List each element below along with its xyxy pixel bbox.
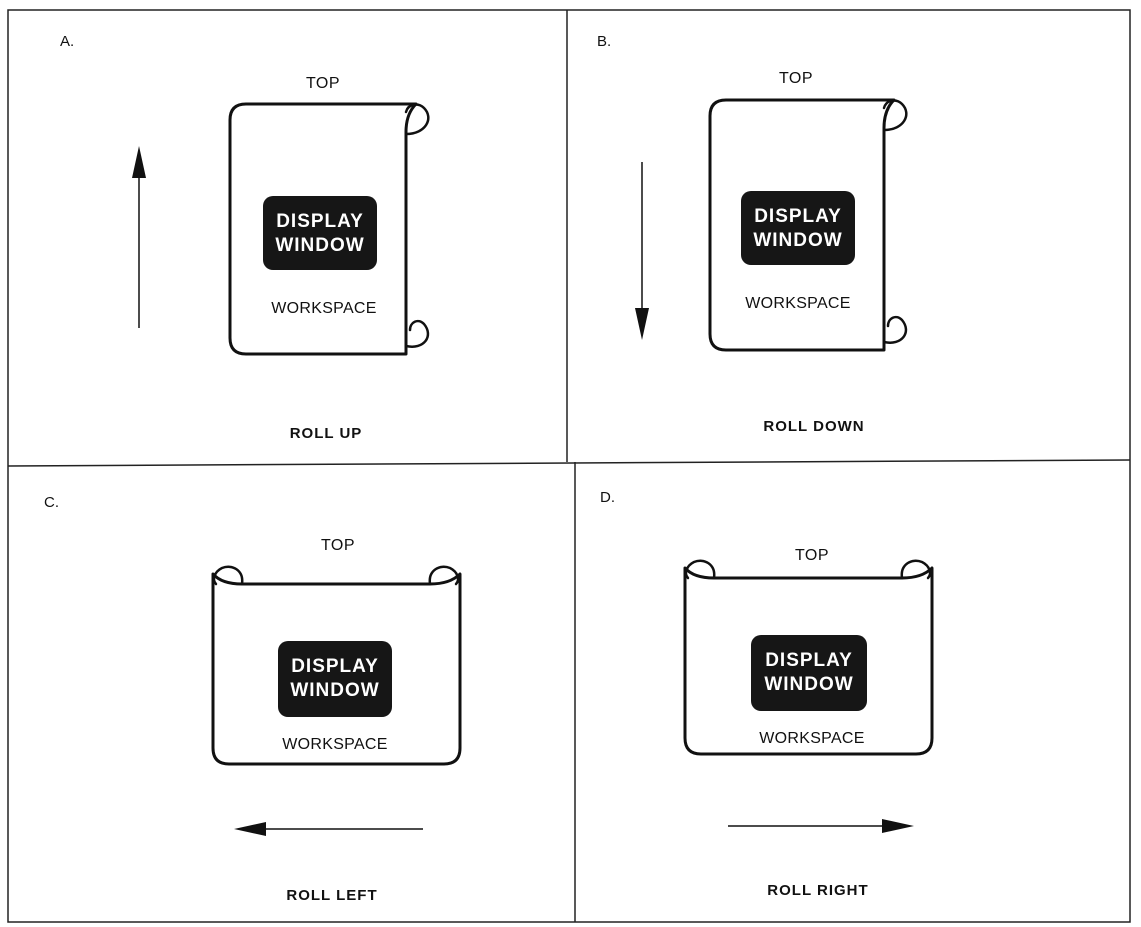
top-label-b: TOP (779, 70, 813, 87)
display-window-line1-b: DISPLAY (754, 206, 842, 227)
top-label-d: TOP (795, 547, 829, 564)
panel-d: D. TOP DISPLAY WINDOW WORKSPACE ROLL RIG… (600, 489, 932, 899)
display-window-line2-c: WINDOW (290, 680, 379, 701)
panel-label-d: D. (600, 489, 615, 506)
arrow-right-icon (882, 819, 914, 833)
scroll-curl-bottom-a (406, 321, 428, 347)
panel-a: A. TOP DISPLAY WINDOW WORKSPACE ROLL UP (60, 33, 428, 442)
caption-roll-right: ROLL RIGHT (767, 882, 868, 899)
caption-roll-up: ROLL UP (290, 425, 363, 442)
display-window-line2-d: WINDOW (764, 674, 853, 695)
panel-label-c: C. (44, 494, 59, 511)
arrow-left-icon (234, 822, 266, 836)
scroll-curl-bottom-b (884, 317, 906, 343)
caption-roll-down: ROLL DOWN (763, 418, 864, 435)
top-label-a: TOP (306, 75, 340, 92)
workspace-label-a: WORKSPACE (271, 300, 377, 317)
display-window-line2-a: WINDOW (275, 235, 364, 256)
workspace-label-c: WORKSPACE (282, 736, 388, 753)
figure-frame (8, 10, 1130, 922)
display-window-a (263, 196, 377, 270)
display-window-d (751, 635, 867, 711)
display-window-line1-d: DISPLAY (765, 650, 853, 671)
panel-b: B. TOP DISPLAY WINDOW WORKSPACE ROLL DOW… (597, 33, 906, 435)
display-window-c (278, 641, 392, 717)
arrow-up-icon (132, 146, 146, 178)
display-window-line1-a: DISPLAY (276, 211, 364, 232)
panel-c: C. TOP DISPLAY WINDOW WORKSPACE ROLL LEF… (44, 494, 460, 904)
display-window-b (741, 191, 855, 265)
top-label-c: TOP (321, 537, 355, 554)
arrow-down-icon (635, 308, 649, 340)
panel-label-a: A. (60, 33, 74, 50)
workspace-label-b: WORKSPACE (745, 295, 851, 312)
display-window-line2-b: WINDOW (753, 230, 842, 251)
panel-label-b: B. (597, 33, 611, 50)
divider-horizontal (8, 460, 1130, 466)
caption-roll-left: ROLL LEFT (286, 887, 377, 904)
workspace-label-d: WORKSPACE (759, 730, 865, 747)
display-window-line1-c: DISPLAY (291, 656, 379, 677)
